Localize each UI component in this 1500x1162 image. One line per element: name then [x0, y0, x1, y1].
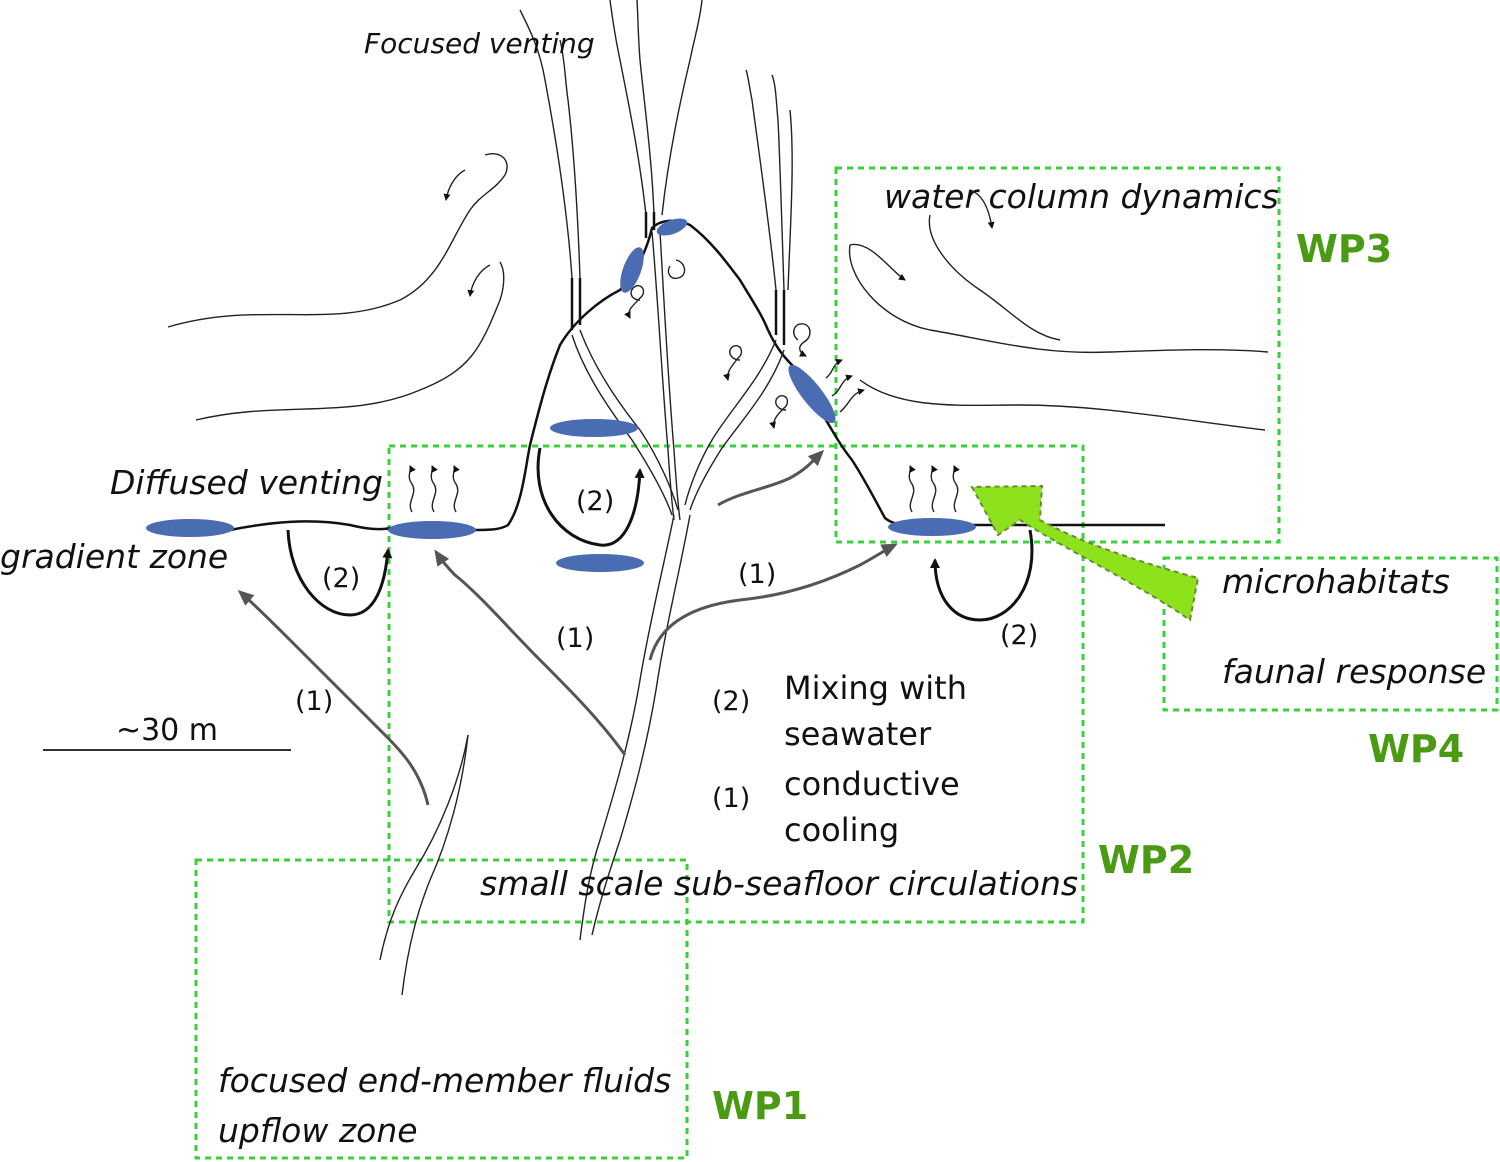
- legend-cooling-line1: conductive: [784, 765, 960, 803]
- seafloor-outline: [229, 212, 1165, 532]
- legend-marker-one: (1): [712, 783, 750, 814]
- conductive-cooling-arrows: [237, 449, 898, 806]
- wp4-box: [1162, 556, 1499, 712]
- faunal-response-arrow: [970, 484, 1200, 622]
- pool-left: [146, 519, 234, 537]
- pool-right: [888, 518, 976, 536]
- wp2-box: [387, 444, 1085, 924]
- microhabitats-label: microhabitats: [1222, 562, 1450, 601]
- pool-subsurface: [556, 554, 644, 572]
- marker-two-mound: (2): [576, 486, 614, 517]
- legend-mixing-line1: Mixing with: [784, 669, 967, 707]
- faunal-response-label: faunal response: [1222, 652, 1486, 691]
- diffuse-flow-arrows: [408, 259, 960, 513]
- wp3-box: [834, 166, 1281, 544]
- chimney-plumes: [519, 0, 793, 291]
- wp2-label: WP2: [1098, 838, 1194, 882]
- fluid-conduits: [379, 231, 785, 996]
- endmember-label-2: upflow zone: [218, 1111, 418, 1150]
- marker-two-left: (2): [322, 563, 360, 594]
- wp1-label: WP1: [712, 1084, 808, 1128]
- water-column-label: water column dynamics: [884, 177, 1279, 216]
- focused-venting-label: Focused venting: [364, 27, 595, 60]
- scale-label: ~30 m: [116, 713, 218, 748]
- wp3-label: WP3: [1296, 227, 1392, 271]
- wp1-box: [194, 858, 689, 1160]
- marker-two-right: (2): [1000, 620, 1038, 651]
- marker-one-right: (1): [738, 559, 776, 590]
- pool-wp2: [388, 521, 476, 539]
- legend-marker-two: (2): [712, 686, 750, 717]
- diffused-venting-label: Diffused venting: [110, 463, 383, 502]
- pool-chimney-a: [620, 247, 644, 293]
- pool-chimney-b: [656, 218, 688, 236]
- gradient-zone-label: gradient zone: [0, 537, 228, 576]
- marker-one-center: (1): [556, 623, 594, 654]
- subseafloor-label: small scale sub-seafloor circulations: [480, 864, 1078, 903]
- marker-one-left: (1): [295, 686, 333, 717]
- legend-cooling-line2: cooling: [784, 811, 899, 849]
- endmember-label-1: focused end-member fluids: [218, 1061, 671, 1100]
- pool-mound: [550, 419, 638, 437]
- vent-pools: [146, 218, 976, 572]
- wp4-label: WP4: [1368, 727, 1464, 771]
- mixing-arrows: [286, 447, 1034, 622]
- pool-flank: [788, 364, 836, 424]
- legend: (2) Mixing with seawater (1) conductive …: [712, 669, 967, 849]
- legend-mixing-line2: seawater: [784, 715, 932, 753]
- water-currents: [167, 153, 1269, 431]
